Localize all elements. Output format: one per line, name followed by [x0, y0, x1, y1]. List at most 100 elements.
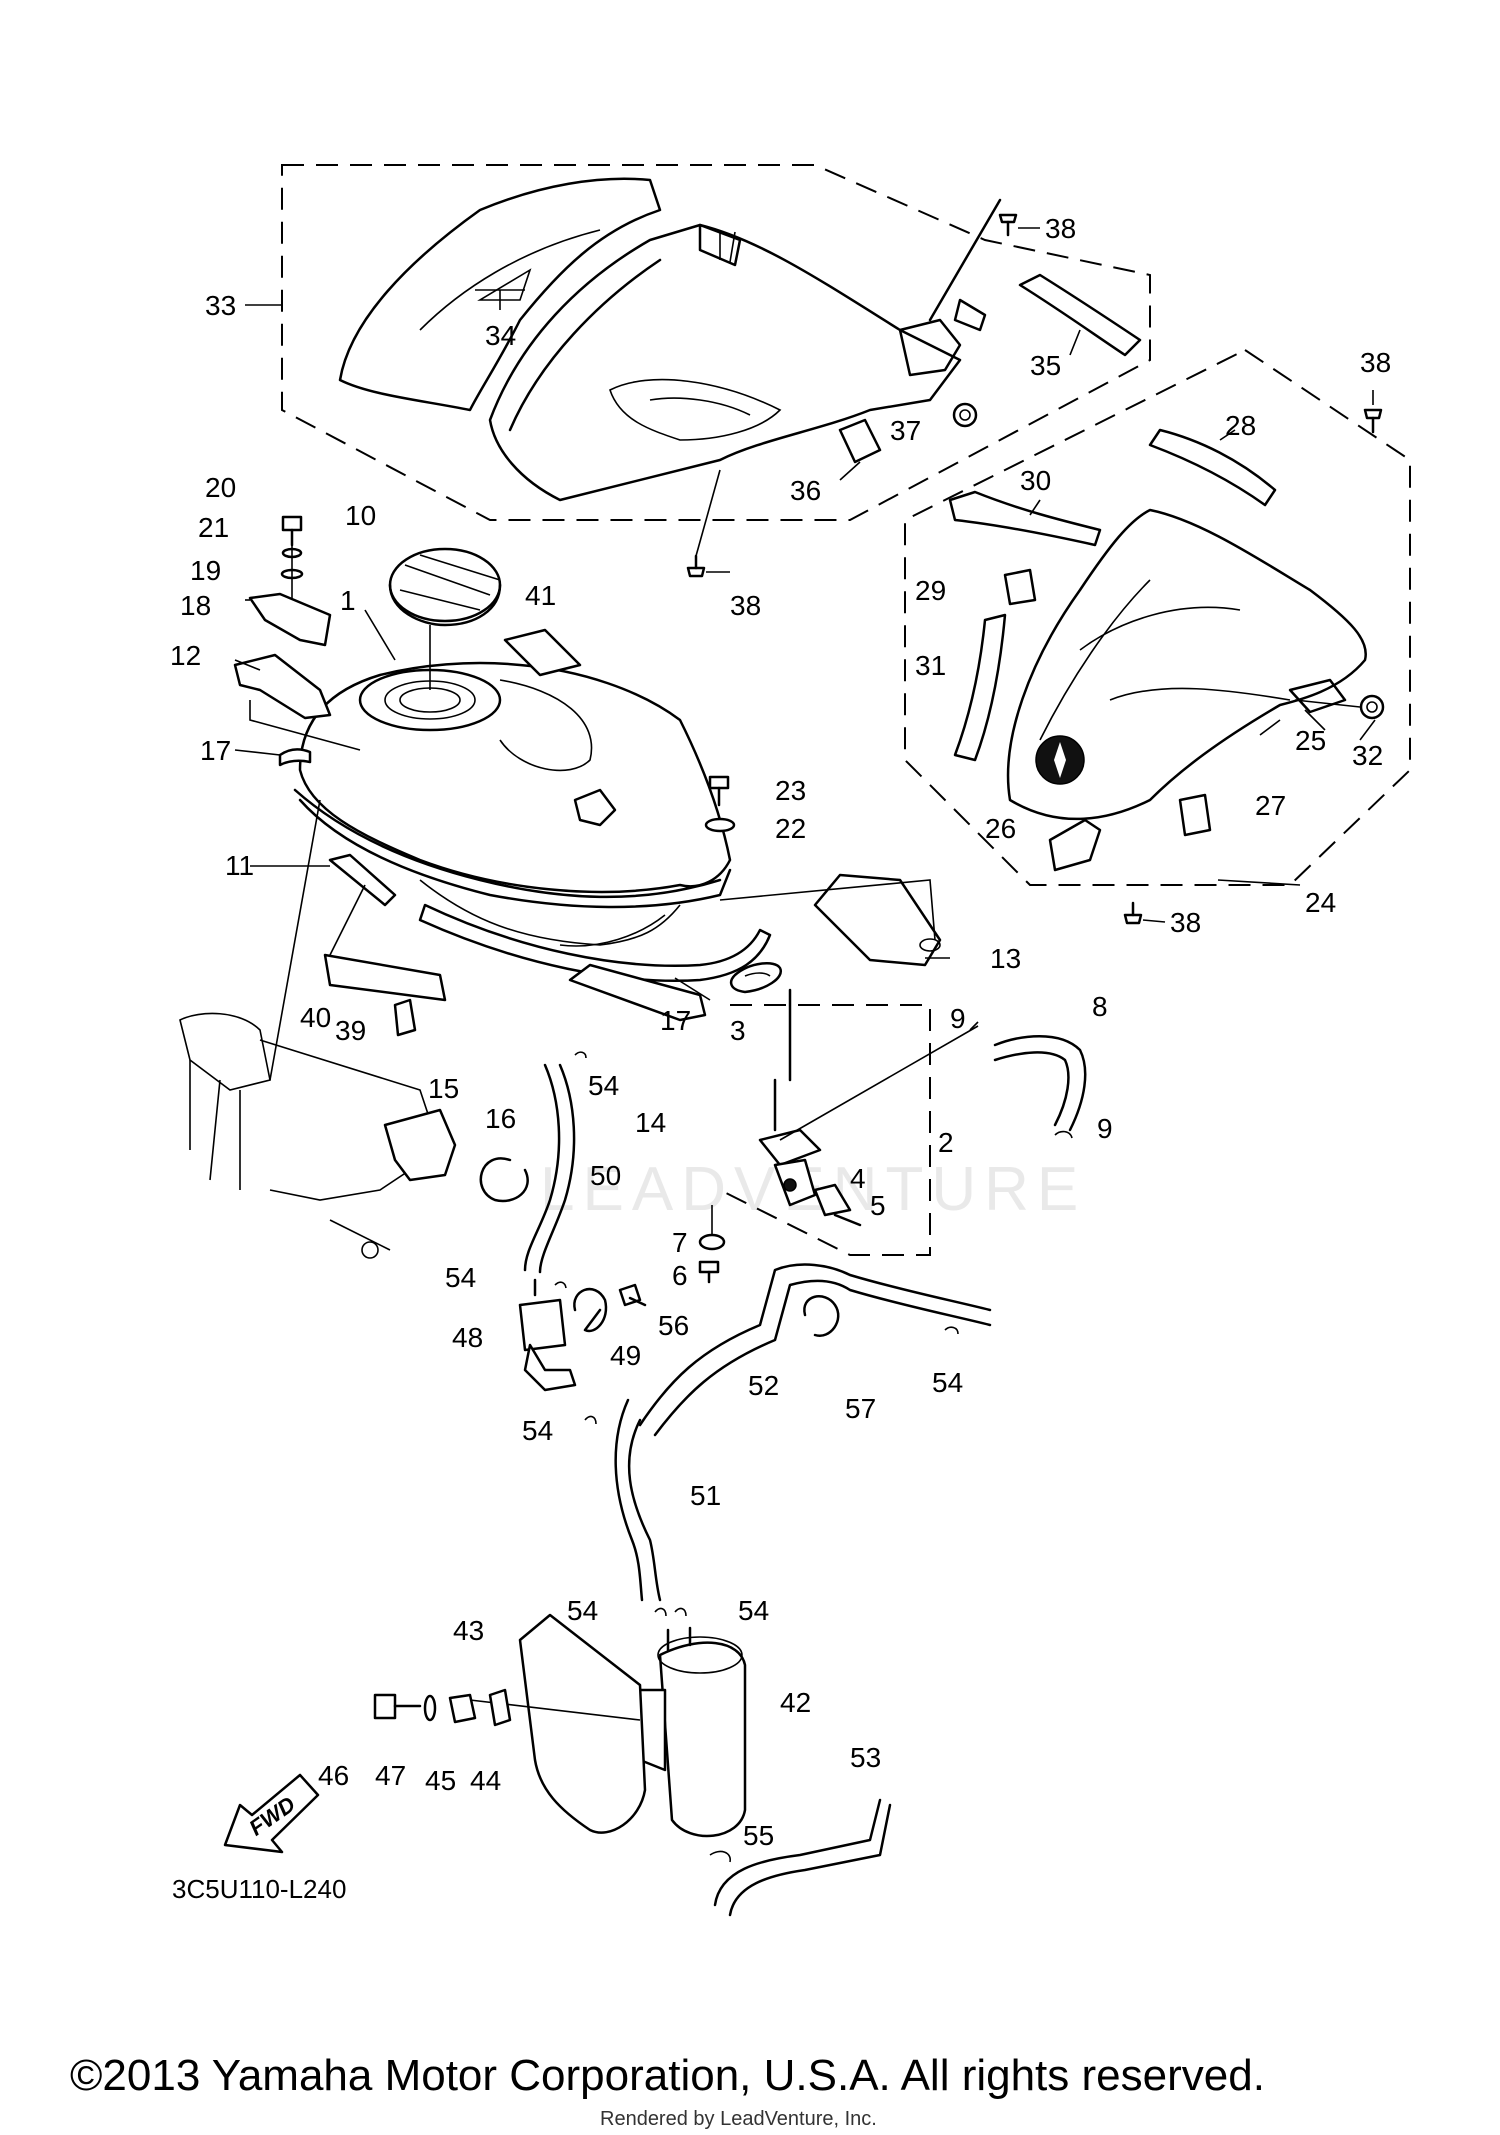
part-45-collar	[448, 1693, 477, 1724]
part-18-bracket	[248, 592, 332, 647]
part-38-screw-c	[1363, 390, 1383, 434]
part-54-clip-a	[554, 1281, 567, 1289]
callout-10: 10	[345, 500, 376, 531]
callout-38d: 38	[1170, 907, 1201, 938]
callout-27: 27	[1255, 790, 1286, 821]
callout-9a: 9	[950, 1003, 966, 1034]
callout-20: 20	[205, 472, 236, 503]
callout-24: 24	[1305, 887, 1336, 918]
callout-37: 37	[890, 415, 921, 446]
callout-43: 43	[453, 1615, 484, 1646]
callout-28: 28	[1225, 410, 1256, 441]
copyright-notice: ©2013 Yamaha Motor Corporation, U.S.A. A…	[70, 2051, 1265, 2100]
callout-26: 26	[985, 813, 1016, 844]
part-37-grommet	[952, 402, 978, 428]
side-cover-group-boundary	[904, 348, 1411, 886]
callout-32: 32	[1352, 740, 1383, 771]
part-15-bracket	[383, 1108, 457, 1182]
part-46-bolt	[373, 1693, 422, 1720]
callout-48: 48	[452, 1322, 483, 1353]
callout-44: 44	[470, 1765, 501, 1796]
callout-30: 30	[1020, 465, 1051, 496]
part-35-strip	[1018, 273, 1142, 357]
part-27-clip	[1178, 793, 1212, 837]
top-cover-panel	[338, 177, 1002, 502]
callout-52: 52	[748, 1370, 779, 1401]
callout-54d: 54	[567, 1595, 598, 1626]
callout-57: 57	[845, 1393, 876, 1424]
callout-9b: 9	[1097, 1113, 1113, 1144]
fuel-tank	[293, 661, 732, 947]
callout-51: 51	[690, 1480, 721, 1511]
callout-3: 3	[730, 1015, 746, 1046]
part-54-clip-d	[654, 1607, 667, 1617]
part-54-clip-e	[674, 1607, 687, 1617]
part-54-clip-c	[944, 1326, 959, 1335]
callout-56: 56	[658, 1310, 689, 1341]
part-41-sticker	[503, 628, 582, 677]
callout-14: 14	[635, 1107, 666, 1138]
part-47-washer	[423, 1694, 437, 1722]
part-10-fuel-cap	[388, 547, 502, 690]
callout-6: 6	[672, 1260, 688, 1291]
callout-29: 29	[915, 575, 946, 606]
callout-54a: 54	[445, 1262, 476, 1293]
leader-34	[475, 289, 525, 310]
part-23-bolt	[708, 775, 730, 807]
callout-22: 22	[775, 813, 806, 844]
callout-7: 7	[672, 1227, 688, 1258]
callout-53: 53	[850, 1742, 881, 1773]
part-56-bolt	[618, 1283, 647, 1307]
part-44-grommet	[488, 1688, 512, 1727]
part-29-pad	[1003, 568, 1037, 606]
callout-35: 35	[1030, 350, 1061, 381]
callout-55: 55	[743, 1820, 774, 1851]
part-28-strip	[1148, 428, 1277, 507]
callout-21: 21	[198, 512, 229, 543]
part-51-hose	[627, 1418, 662, 1602]
part-20-bolt	[281, 515, 303, 547]
diagram-code: 3C5U110-L240	[172, 1874, 346, 1904]
callout-36: 36	[790, 475, 821, 506]
callout-54e: 54	[738, 1595, 769, 1626]
cover-group-boundary	[281, 164, 1151, 521]
callout-38b: 38	[730, 590, 761, 621]
part-49-clamp	[573, 1288, 608, 1333]
callout-16: 16	[485, 1103, 516, 1134]
callout-31: 31	[915, 650, 946, 681]
callout-12: 12	[170, 640, 201, 671]
callout-54c: 54	[932, 1367, 963, 1398]
callout-50: 50	[590, 1160, 621, 1191]
part-22-washer	[704, 817, 736, 833]
part-9-clip-b	[1054, 1130, 1073, 1139]
part-42-canister	[638, 1626, 747, 1838]
callout-46: 46	[318, 1760, 349, 1791]
callout-38c: 38	[1360, 347, 1391, 378]
fwd-arrow: FWD	[223, 1773, 320, 1854]
part-54-clip-b	[584, 1415, 597, 1425]
part-14-pad	[568, 963, 707, 1022]
side-cover-panel	[1006, 508, 1367, 821]
callout-5: 5	[870, 1190, 886, 1221]
callout-38a: 38	[1045, 213, 1076, 244]
callout-41: 41	[525, 580, 556, 611]
callout-13: 13	[990, 943, 1021, 974]
part-3-gasket	[729, 962, 782, 994]
callout-40: 40	[300, 1002, 331, 1033]
callout-34: 34	[485, 320, 516, 351]
part-54-clip-f	[574, 1051, 587, 1059]
callout-49: 49	[610, 1340, 641, 1371]
callout-19: 19	[190, 555, 221, 586]
fuel-cock-body	[758, 988, 862, 1227]
callout-4: 4	[850, 1163, 866, 1194]
rendered-by-credit: Rendered by LeadVenture, Inc.	[600, 2108, 877, 2130]
part-9-clip-a	[969, 1021, 979, 1031]
part-48-valve	[518, 1278, 577, 1392]
callout-39: 39	[335, 1015, 366, 1046]
part-38-screw-b	[686, 469, 730, 578]
part-39-block	[393, 998, 417, 1037]
part-17-strip-a	[278, 748, 312, 767]
callout-42: 42	[780, 1687, 811, 1718]
part-26-pad	[1048, 818, 1102, 872]
